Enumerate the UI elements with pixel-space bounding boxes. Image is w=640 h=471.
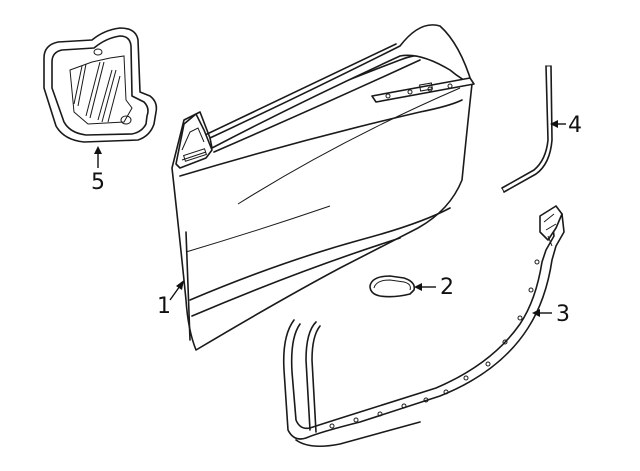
callout-5-arrowhead <box>94 146 102 154</box>
part-3-weatherstrip-seal <box>282 205 565 448</box>
callout-5: 5 <box>91 146 105 195</box>
callout-1-arrowhead <box>176 280 184 290</box>
part-2-plug <box>369 275 416 298</box>
callout-2-arrowhead <box>414 283 422 291</box>
callout-3-arrowhead <box>532 309 540 317</box>
part-4-weatherstrip <box>501 65 553 193</box>
callout-4-number: 4 <box>568 113 582 138</box>
part-1-door-shell <box>171 24 475 351</box>
callout-1-leader <box>169 285 181 301</box>
callout-3-number: 3 <box>556 302 570 327</box>
callout-4: 4 <box>550 113 582 138</box>
callout-5-number: 5 <box>91 170 105 195</box>
callout-2: 2 <box>414 275 454 300</box>
callout-1-number: 1 <box>157 294 171 319</box>
callout-4-arrowhead <box>550 120 558 128</box>
part-5-inner-panel <box>43 27 158 143</box>
callout-1: 1 <box>157 280 184 319</box>
callout-3: 3 <box>532 302 570 327</box>
callout-2-number: 2 <box>440 275 454 300</box>
